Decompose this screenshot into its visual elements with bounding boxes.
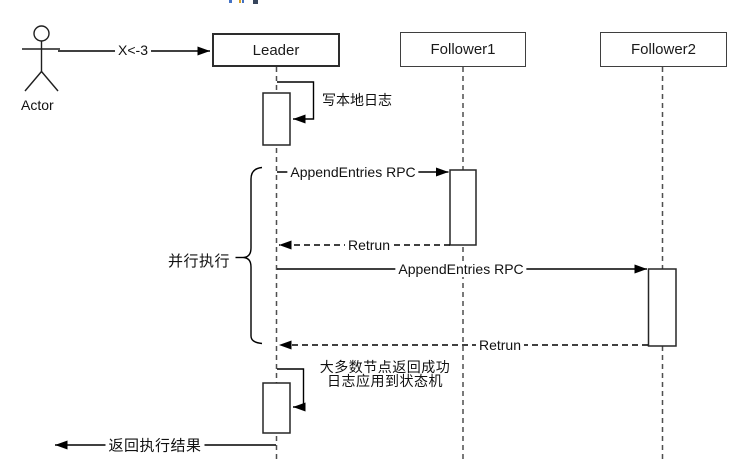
cropped-text-remnant	[242, 0, 244, 3]
participant-follower2-label: Follower2	[630, 41, 697, 58]
participant-actor-label: Actor	[21, 97, 54, 113]
return-f2-label: Retrun	[475, 337, 525, 353]
actor-icon	[22, 25, 60, 92]
follower1-activation	[449, 169, 477, 246]
actor-leg-right	[40, 71, 59, 92]
commit-note-line1: 大多数节点返回成功	[319, 359, 451, 375]
return-result-label: 返回执行结果	[105, 434, 205, 456]
parallel-fragment-label: 并行执行	[168, 253, 231, 270]
participant-follower1: Follower1	[400, 32, 526, 67]
leader-activation-commit	[262, 382, 291, 434]
participant-follower2: Follower2	[600, 32, 727, 67]
return-f1-label: Retrun	[344, 237, 394, 253]
participant-leader-label: Leader	[252, 41, 300, 59]
append-entries-f2-label: AppendEntries RPC	[395, 261, 527, 277]
cropped-text-remnant	[229, 0, 232, 3]
write-local-log-label: 写本地日志	[322, 92, 392, 108]
write-local-log-self-arrow	[277, 81, 315, 124]
cropped-text-remnant	[239, 0, 241, 3]
follower2-activation	[647, 268, 677, 347]
actor-leg-left	[24, 71, 43, 92]
participant-follower1-label: Follower1	[430, 41, 496, 58]
commit-self-arrow	[277, 368, 306, 412]
commit-note: 大多数节点返回成功 日志应用到状态机	[311, 360, 459, 388]
parallel-brace	[243, 166, 263, 345]
participant-leader: Leader	[212, 33, 340, 67]
cropped-text-remnant	[253, 0, 258, 4]
append-entries-f1-label: AppendEntries RPC	[287, 164, 419, 180]
client-request-label: X<-3	[115, 42, 151, 58]
actor-head	[33, 25, 50, 42]
commit-note-line2: 日志应用到状态机	[327, 373, 443, 389]
leader-activation-write-log	[262, 92, 291, 146]
